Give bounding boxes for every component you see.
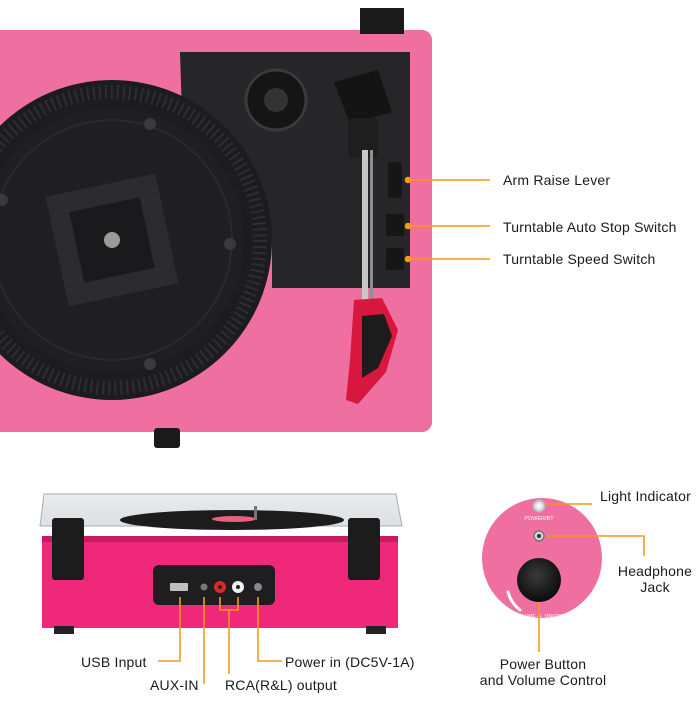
arm-raise-lever[interactable] [388,162,402,198]
label-power-button: Power Button and Volume Control [479,656,607,688]
turntable-top-view [0,8,432,448]
label-light-indicator: Light Indicator [600,488,691,504]
platter [0,80,272,400]
power-volume-knob[interactable] [517,558,561,602]
label-arm-raise-lever: Arm Raise Lever [503,172,611,188]
usb-port[interactable] [170,583,188,591]
panel-leaders [538,503,645,652]
label-rca-output: RCA(R&L) output [225,677,337,693]
port-panel [153,565,275,605]
label-auto-stop-switch: Turntable Auto Stop Switch [503,219,677,235]
top-leaders [404,176,490,263]
light-indicator [532,499,546,513]
label-headphone-jack: Headphone Jack [617,563,693,595]
auto-stop-switch[interactable] [386,214,404,236]
power-bt-text: POWER/BT [524,516,554,522]
hinge-right [348,518,380,580]
aux-in-port[interactable] [200,583,208,591]
label-power-in: Power in (DC5V-1A) [285,654,415,670]
label-speed-switch: Turntable Speed Switch [503,251,656,267]
label-aux-in: AUX-IN [150,677,199,693]
front-knob-stub [154,428,180,448]
turntable-front-view [39,493,403,634]
power-in-port[interactable] [254,583,262,591]
front-leaders [158,597,282,684]
hinge-top [360,8,404,34]
tonearm [334,70,398,404]
spindle [104,232,120,248]
control-panel-closeup: POWER/BT VOLUME +/- ON/OFF [482,498,602,620]
label-usb-input: USB Input [81,654,147,670]
control-panel [482,498,602,618]
speed-switch[interactable] [386,248,404,270]
hinge-left [52,518,84,580]
